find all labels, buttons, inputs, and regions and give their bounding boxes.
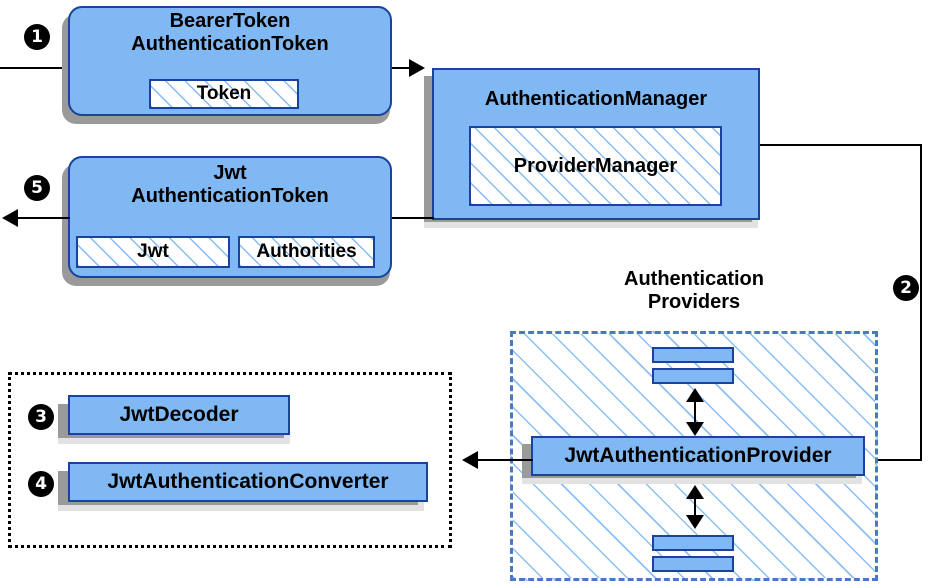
connector-manager-to-providers-right (920, 144, 922, 460)
arrow-provider-stub-bottom-down (686, 515, 704, 529)
arrow-provider-to-support (462, 451, 478, 469)
jwt-token-inner-authorities[interactable]: Authorities (238, 236, 375, 268)
connector-manager-to-providers-top (760, 144, 922, 146)
bearer-token-title-line2: AuthenticationToken (131, 33, 329, 55)
step-marker-4: 4 (28, 471, 54, 497)
arrow-provider-stub-bottom-up (686, 485, 704, 499)
step-marker-1: 1 (24, 24, 50, 50)
providers-group-label-line2: Providers (647, 291, 741, 313)
jwt-token-inner-jwt[interactable]: Jwt (76, 236, 230, 268)
arrow-response-out (2, 209, 18, 227)
arrow-bearer-to-manager (409, 59, 425, 77)
arrow-provider-stub-top-down (686, 422, 704, 436)
step-marker-2: 2 (893, 275, 919, 301)
connector-bearer-to-manager (392, 67, 417, 69)
jwt-token-title-line1: Jwt (213, 162, 247, 184)
connector-manager-to-providers-bottom (872, 459, 922, 461)
support-group (8, 372, 452, 548)
bearer-token-inner-token[interactable]: Token (149, 79, 299, 109)
jwt-decoder-box[interactable]: JwtDecoder (68, 395, 290, 435)
connector-response-out (16, 217, 70, 219)
bearer-token-title-line1: BearerToken (169, 10, 291, 32)
providers-group-label-line1: Authentication (624, 268, 764, 290)
jwt-authentication-provider-box[interactable]: JwtAuthenticationProvider (531, 436, 865, 476)
connector-provider-stub-bottom (694, 489, 696, 525)
jwt-authentication-converter-box[interactable]: JwtAuthenticationConverter (68, 462, 428, 502)
jwt-token-title-line2: AuthenticationToken (131, 185, 329, 207)
provider-manager-inner-box[interactable]: ProviderManager (469, 126, 722, 206)
provider-stub-top-2[interactable] (652, 368, 734, 384)
provider-stub-top-1[interactable] (652, 347, 734, 363)
authentication-manager-title: AuthenticationManager (484, 88, 708, 110)
step-marker-5: 5 (24, 175, 50, 201)
connector-provider-stub-top (694, 392, 696, 432)
step-marker-3: 3 (28, 404, 54, 430)
connector-provider-to-support (478, 459, 533, 461)
connector-manager-to-jwt-token (386, 217, 434, 219)
arrow-provider-stub-top-up (686, 388, 704, 402)
provider-stub-bottom-2[interactable] (652, 556, 734, 572)
connector-request-in (0, 67, 72, 69)
provider-stub-bottom-1[interactable] (652, 535, 734, 551)
